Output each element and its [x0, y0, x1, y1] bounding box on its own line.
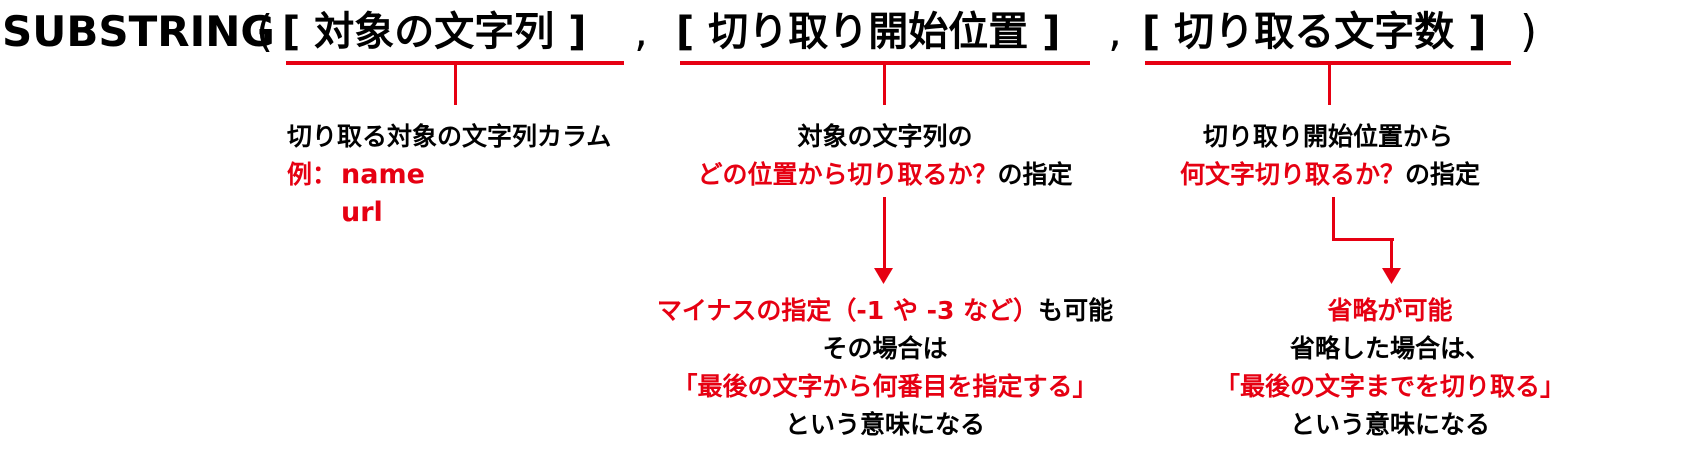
arg2-detail-4: という意味になる: [784, 410, 985, 439]
example-url: url: [341, 197, 383, 228]
arg2-description-2: どの位置から切り取るか？の指定: [640, 156, 1130, 194]
connector-arg3: [1328, 63, 1331, 105]
arg1-description: 切り取る対象の文字列カラム: [287, 122, 612, 151]
close-paren: ): [1520, 6, 1538, 57]
arg2-detail-2: その場合は: [822, 334, 948, 363]
arg2-spec: の指定: [997, 160, 1073, 189]
open-paren: (: [256, 6, 274, 57]
arg2-detail-1: マイナスの指定（-1 や -3 など）も可能: [620, 292, 1150, 330]
connector-arg2: [883, 63, 886, 105]
example-label: 例：: [287, 160, 338, 189]
arg3-description-2: 何文字切り取るか？の指定: [1110, 156, 1550, 194]
example-name: name: [341, 159, 425, 190]
keyword-substring: SUBSTRING: [2, 7, 275, 56]
minus-possible: も可能: [1038, 296, 1114, 325]
arg3-spec: の指定: [1405, 160, 1481, 189]
arg3-detail-1: 省略が可能: [1327, 296, 1453, 325]
comma-2: ,: [1108, 6, 1122, 57]
arg3-detail-2: 省略した場合は、: [1289, 334, 1490, 363]
arg3-detail-4: という意味になる: [1289, 410, 1490, 439]
arg-length: [ 切り取る文字数 ]: [1142, 9, 1487, 55]
arg-start-position: [ 切り取り開始位置 ]: [676, 9, 1061, 55]
arg3-detail-3: 「最後の文字までを切り取る」: [1214, 372, 1565, 401]
arg-target-string: [ 対象の文字列 ]: [282, 9, 587, 55]
arg2-description-1: 対象の文字列の: [797, 122, 973, 151]
arg3-description-1: 切り取り開始位置から: [1202, 122, 1453, 151]
arrow-line-arg2: [883, 197, 886, 271]
elbow-down-arg3: [1390, 238, 1393, 271]
comma-1: ,: [634, 6, 648, 57]
arg2-detail-3: 「最後の文字から何番目を指定する」: [672, 372, 1098, 401]
connector-arg1: [454, 63, 457, 105]
elbow-horizontal-arg3: [1332, 238, 1394, 241]
minus-spec: マイナスの指定（-1 や -3 など）: [656, 296, 1039, 325]
elbow-vertical-arg3: [1332, 197, 1335, 240]
arg2-question: どの位置から切り取るか？: [697, 160, 998, 189]
arg3-question: 何文字切り取るか？: [1179, 160, 1405, 189]
